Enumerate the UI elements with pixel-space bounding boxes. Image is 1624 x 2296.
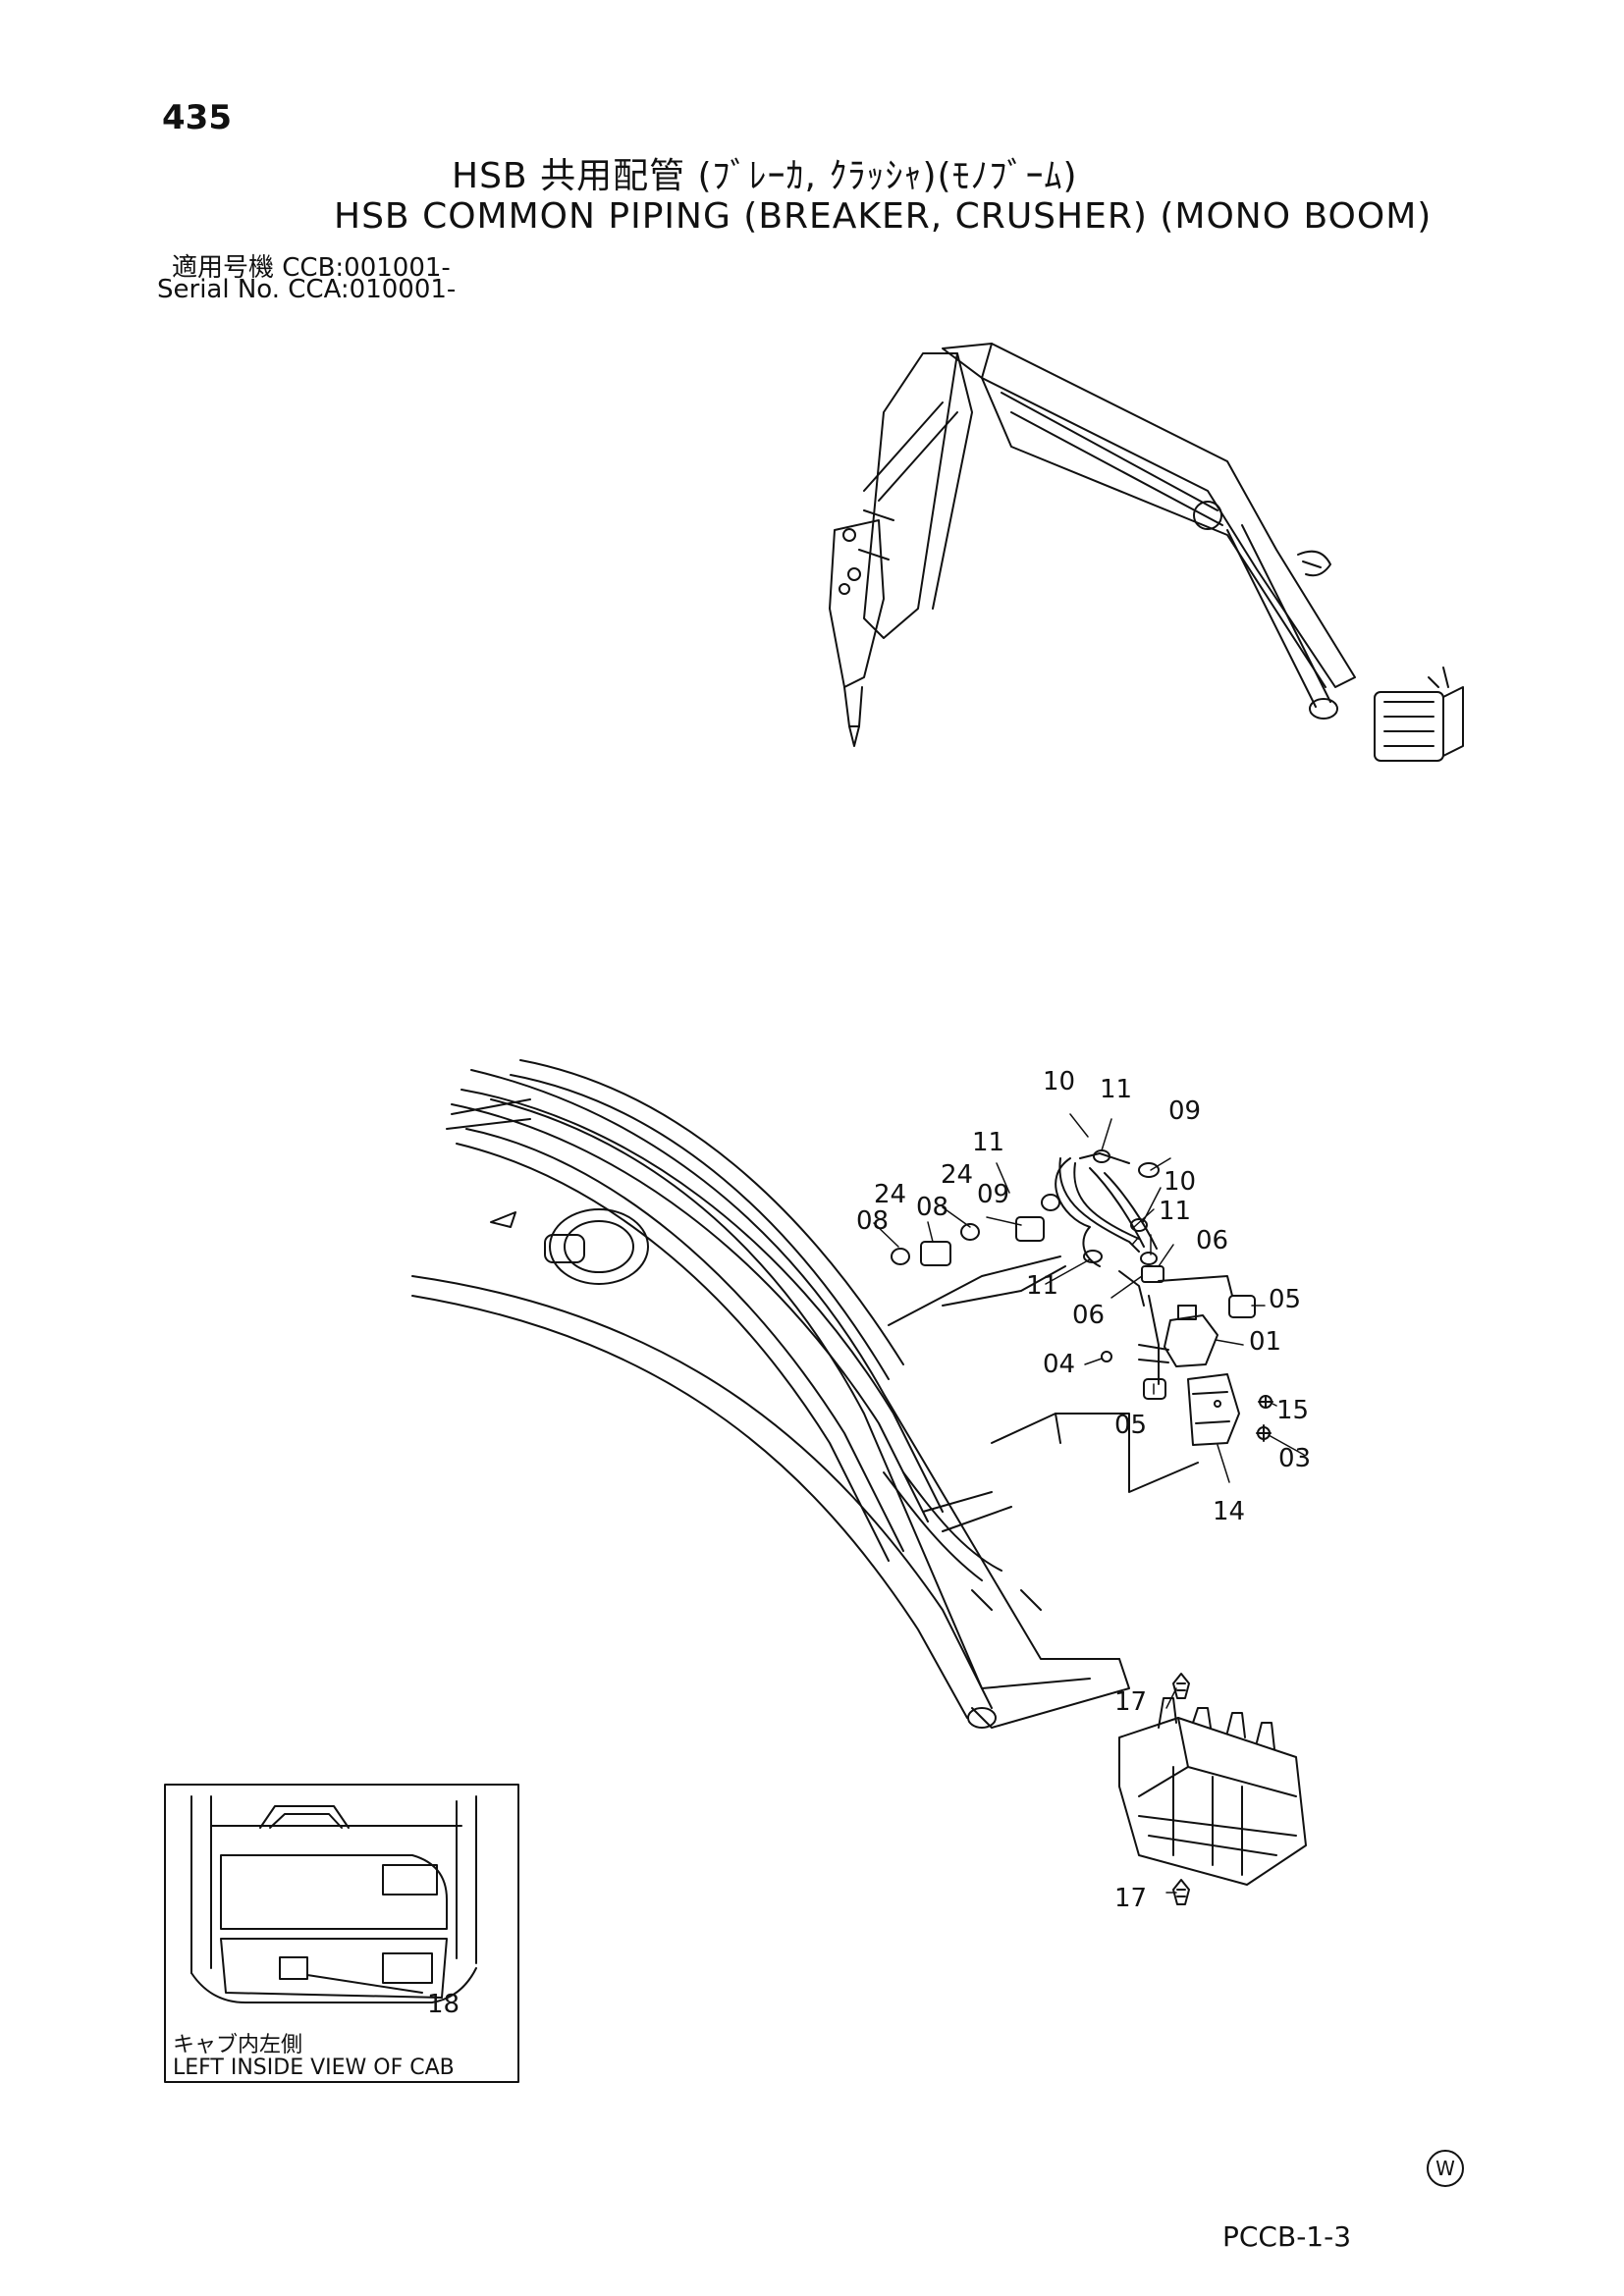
cab-inset-frame	[164, 1784, 519, 2083]
callout-08: 08	[856, 1206, 889, 1236]
page-title-en: HSB COMMON PIPING (BREAKER, CRUSHER) (MO…	[334, 196, 1433, 237]
callout-05: 05	[1114, 1411, 1147, 1440]
serial-range-en: Serial No. CCA:010001-	[157, 275, 457, 304]
callout-17: 17	[1114, 1884, 1147, 1913]
inset-label-en: LEFT INSIDE VIEW OF CAB	[173, 2056, 455, 2080]
callout-05: 05	[1269, 1285, 1301, 1314]
page-number: 435	[162, 98, 232, 137]
circled-w-mark: W	[1427, 2150, 1464, 2187]
overview-arm-drawing	[829, 343, 1464, 762]
callout-14: 14	[1213, 1497, 1245, 1526]
callout-11: 11	[1026, 1271, 1058, 1301]
callout-11: 11	[1159, 1197, 1191, 1226]
callout-11: 11	[972, 1128, 1004, 1157]
callout-11: 11	[1100, 1075, 1132, 1104]
callout-17: 17	[1114, 1687, 1147, 1717]
inset-label-jp: キャブ内左側	[173, 2033, 302, 2057]
callout-01: 01	[1249, 1327, 1281, 1357]
callout-06: 06	[1196, 1226, 1228, 1255]
callout-04: 04	[1043, 1350, 1075, 1379]
callout-10: 10	[1164, 1167, 1196, 1197]
leader-lines	[873, 1113, 1305, 1894]
callout-15: 15	[1276, 1396, 1309, 1425]
callout-10: 10	[1043, 1067, 1075, 1096]
callout-08: 08	[916, 1193, 948, 1222]
valve-assembly-drawing	[888, 1149, 1273, 1493]
callout-03: 03	[1278, 1444, 1311, 1473]
main-boom-drawing	[411, 1059, 1130, 1729]
serial-range-jp: 適用号機 CCB:001001-	[172, 253, 451, 283]
callout-24: 24	[941, 1160, 973, 1190]
callout-06: 06	[1072, 1301, 1105, 1330]
page-title-jp: HSB 共用配管 (ﾌﾞﾚｰｶ, ｸﾗｯｼｬ)(ﾓﾉﾌﾞｰﾑ)	[452, 156, 1078, 196]
callout-18: 18	[427, 1990, 460, 2019]
control-valve-drawing	[1118, 1673, 1307, 1905]
callout-labels: 10 11 09 11 10 11 06 11 06 05 01 04 05 1…	[173, 1067, 1311, 2080]
document-code: PCCB-1-3	[1222, 2220, 1352, 2253]
callout-24: 24	[874, 1180, 906, 1209]
callout-09: 09	[1168, 1096, 1201, 1126]
callout-09: 09	[977, 1180, 1009, 1209]
